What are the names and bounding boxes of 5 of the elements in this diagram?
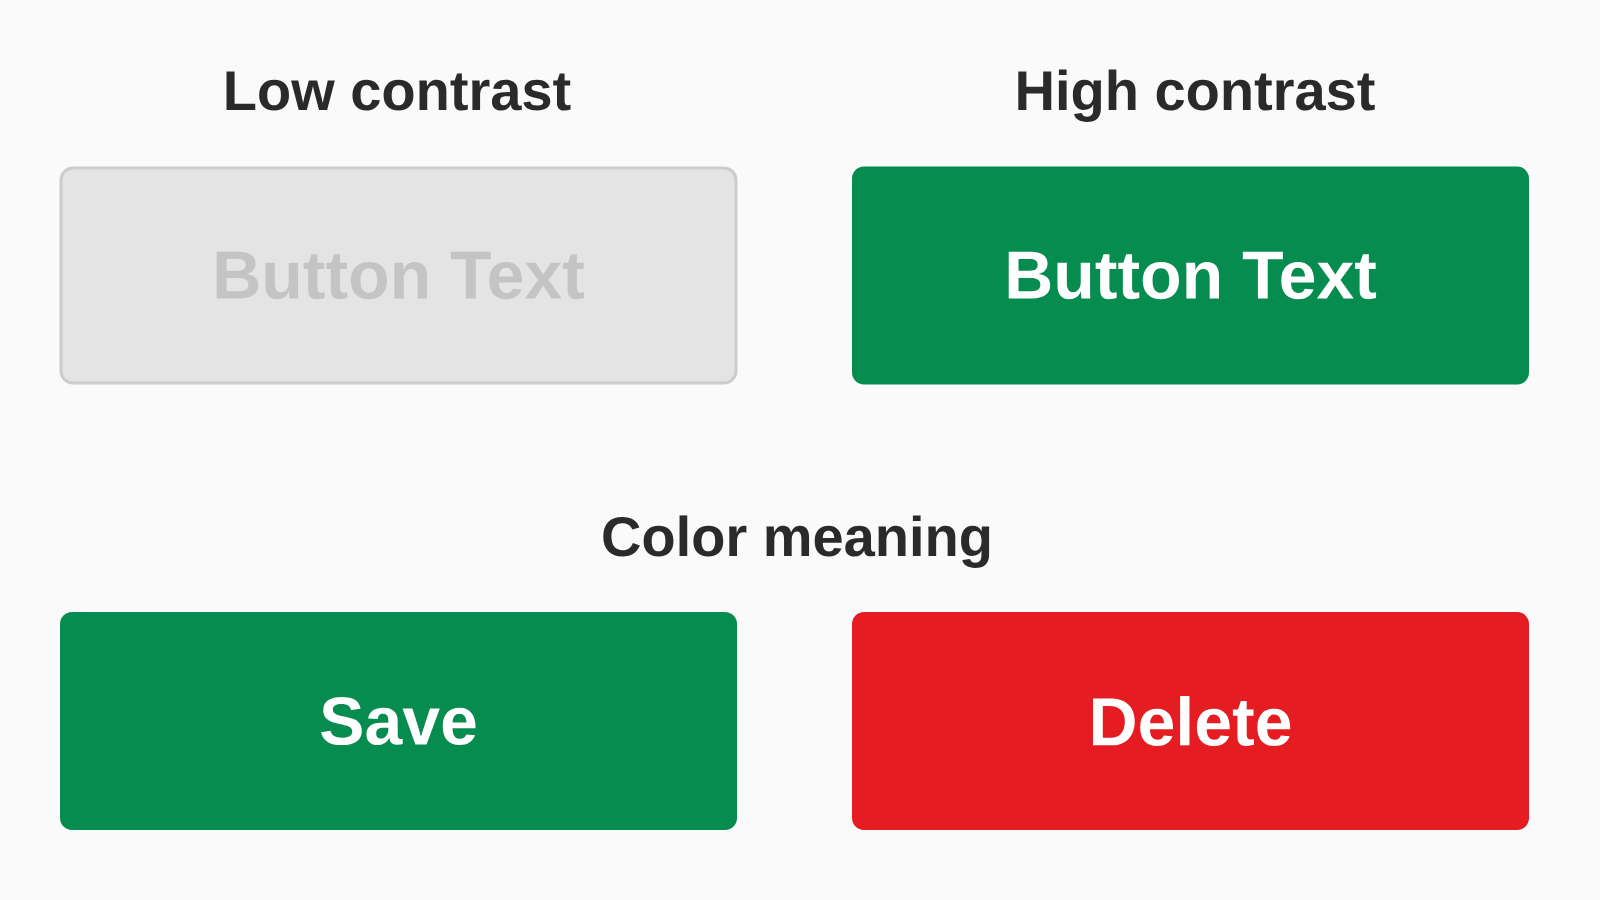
button: Button Text <box>852 166 1529 385</box>
button: Delete <box>852 612 1529 830</box>
button: Save <box>60 612 737 830</box>
heading: Color meaning <box>603 515 990 568</box>
heading: Low contrast <box>226 71 571 111</box>
